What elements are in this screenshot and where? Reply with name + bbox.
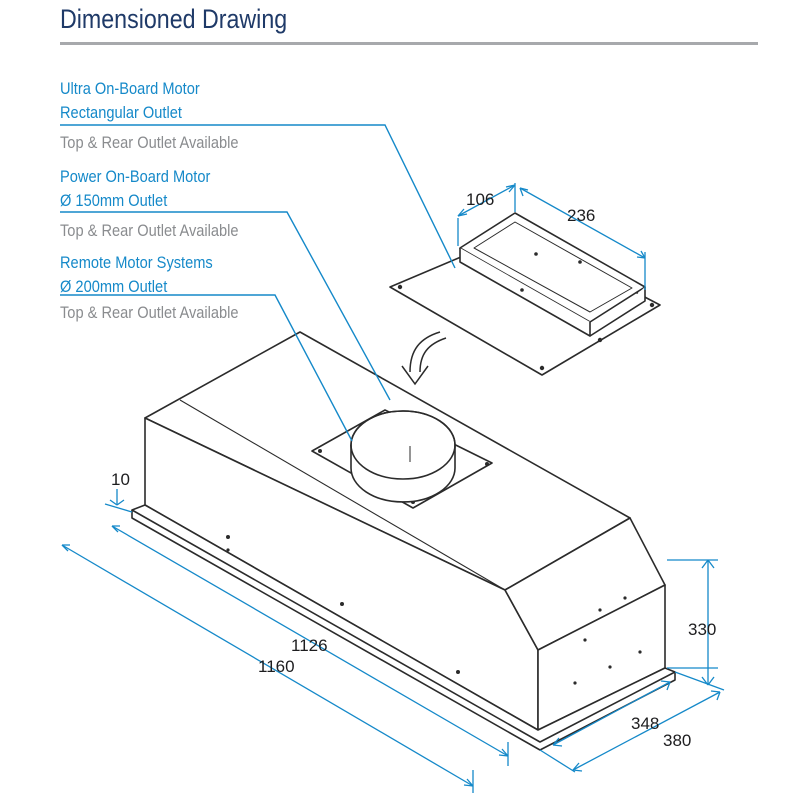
fit-arrow (401, 331, 447, 386)
rangehood-body (131, 331, 676, 751)
dim-outer-length: 1160 (258, 657, 295, 676)
dim-outer-depth: 380 (663, 731, 691, 750)
dim-height: 330 (688, 620, 716, 639)
dim-inner-depth: 348 (631, 714, 659, 733)
page-title: Dimensioned Drawing (60, 4, 288, 34)
label-power-line2: Ø 150mm Outlet (60, 191, 168, 210)
dim-outlet-width: 236 (567, 206, 595, 225)
dimension-lines (61, 183, 725, 793)
label-remote-line1: Remote Motor Systems (60, 253, 213, 272)
dim-rim: 10 (111, 470, 130, 489)
label-power-note: Top & Rear Outlet Available (60, 221, 239, 240)
callout-leaders (60, 124, 456, 442)
dim-inner-length: 1126 (291, 636, 328, 655)
title-rule (60, 42, 758, 45)
label-ultra-line1: Ultra On-Board Motor (60, 79, 200, 98)
label-remote-line2: Ø 200mm Outlet (60, 277, 168, 296)
label-power-line1: Power On-Board Motor (60, 167, 211, 186)
label-ultra-note: Top & Rear Outlet Available (60, 133, 239, 152)
label-ultra-line2: Rectangular Outlet (60, 103, 182, 122)
label-remote-note: Top & Rear Outlet Available (60, 303, 239, 322)
rectangular-outlet-adaptor (389, 212, 661, 376)
dim-outlet-depth: 106 (466, 190, 494, 209)
